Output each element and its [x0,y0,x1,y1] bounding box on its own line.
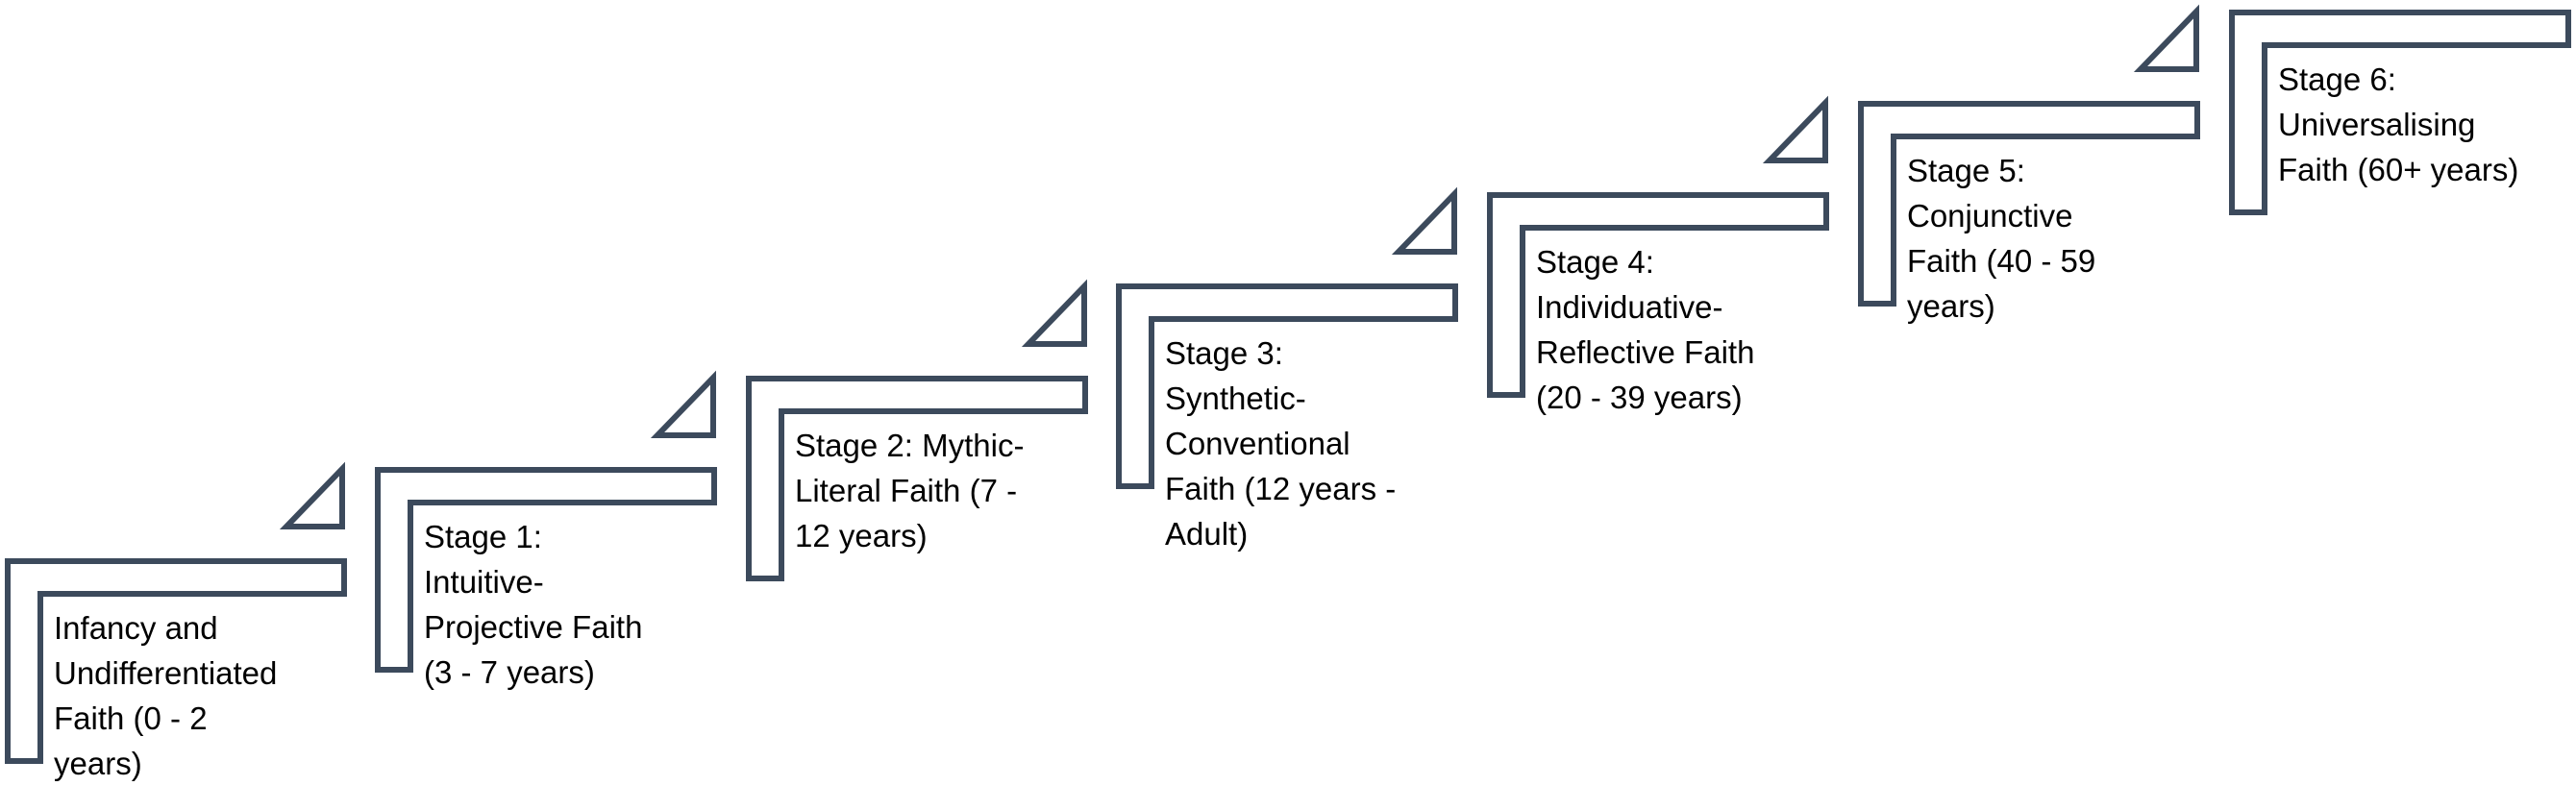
step-3 [1116,186,1458,489]
step-arrow-1 [650,370,716,438]
stage-label-stage-6: Stage 6: Universalising Faith (60+ years… [2278,61,2519,187]
step-1 [375,370,717,673]
step-bracket-4 [1487,192,1829,398]
stage-label-stage-1: Stage 1: Intuitive- Projective Faith (3 … [424,519,643,690]
step-bracket-0 [5,558,347,764]
stage-label-stage-3: Stage 3: Synthetic- Conventional Faith (… [1165,335,1397,552]
stage-label-infancy: Infancy and Undifferentiated Faith (0 - … [54,610,278,781]
stage-label-stage-5: Stage 5: Conjunctive Faith (40 - 59 year… [1907,153,2096,324]
step-5 [1858,4,2200,307]
step-bracket-3 [1116,283,1458,489]
step-arrow-4 [1762,95,1828,163]
step-arrow-0 [279,461,345,529]
step-2 [746,279,1088,581]
stage-label-stage-4: Stage 4: Individuative- Reflective Faith… [1536,244,1755,415]
step-0 [5,461,347,764]
step-bracket-1 [375,467,717,673]
step-6 [2229,10,2571,215]
step-bracket-2 [746,376,1088,581]
step-arrow-3 [1391,186,1457,255]
step-arrow-2 [1021,279,1087,347]
step-bracket-6 [2229,10,2571,215]
step-4 [1487,95,1829,398]
stage-label-stage-2: Stage 2: Mythic- Literal Faith (7 - 12 y… [795,428,1025,553]
step-arrow-5 [2133,4,2199,72]
step-bracket-5 [1858,101,2200,307]
